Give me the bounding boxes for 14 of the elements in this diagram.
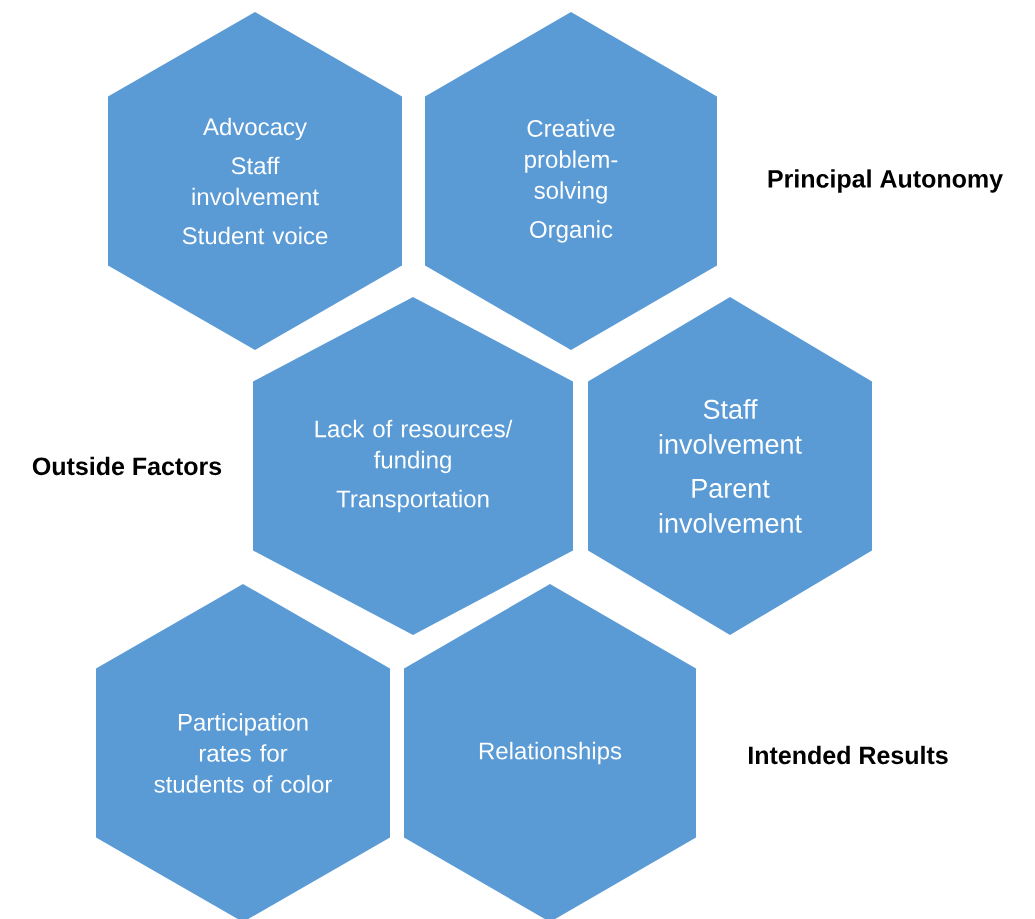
- hexagon: Participation rates for students of color: [96, 584, 390, 919]
- node-label: Lack of resources/ funding: [315, 419, 513, 474]
- hexagon: Advocacy Staff involvement Student voice: [108, 12, 402, 350]
- hexagon: Staff involvement Parent involvement: [588, 297, 872, 635]
- hexagon: Relationships: [404, 584, 696, 919]
- hexagon: Lack of resources/ funding Transportation: [253, 297, 573, 635]
- section-label: Outside Factors: [32, 456, 222, 476]
- hexagon: Creative problem-solving Organic: [425, 12, 717, 350]
- node-label: Transportation: [336, 489, 489, 513]
- node-label: Creative problem-solving: [525, 119, 618, 204]
- node-label: Relationships: [479, 741, 622, 765]
- node-label: Organic: [530, 220, 613, 243]
- section-label: Intended Results: [749, 745, 948, 765]
- section-label: Principal Autonomy: [768, 169, 1003, 193]
